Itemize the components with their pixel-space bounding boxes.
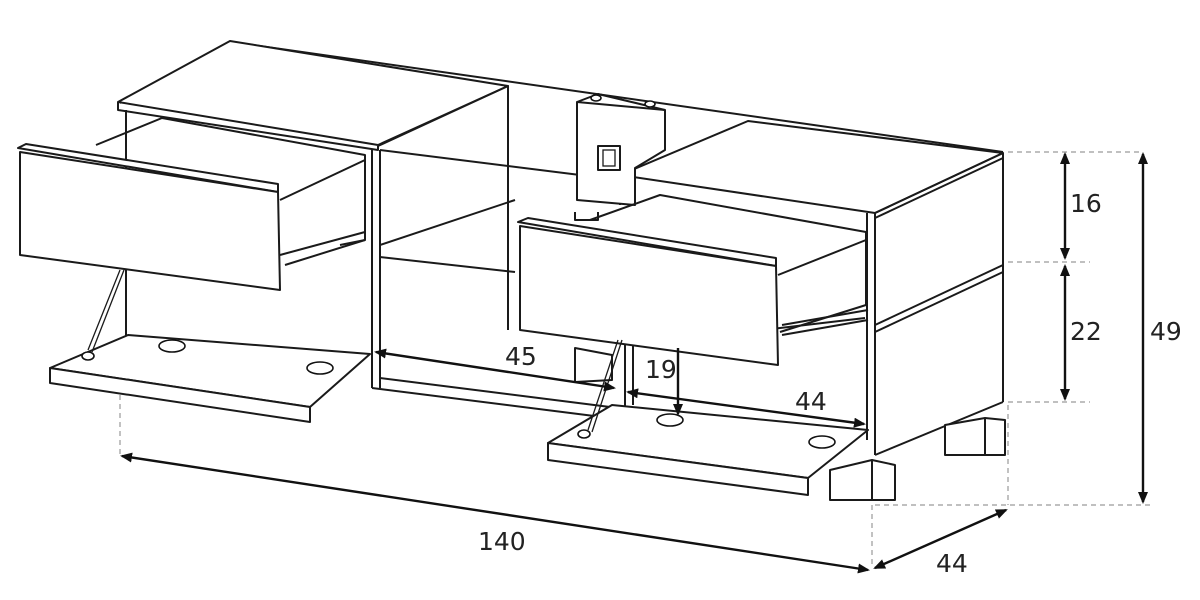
depth-label: 44: [936, 549, 968, 578]
dimension-arrows: [120, 152, 1148, 574]
height-label: 49: [1150, 317, 1182, 346]
drawer-depth-label: 44: [795, 387, 827, 416]
right-drawer: [517, 194, 867, 366]
flap-offset-label: 19: [645, 355, 677, 384]
depth-dimension-arrow: [873, 508, 1008, 570]
upper-height-label: 16: [1070, 189, 1102, 218]
dimension-labels: 140 44 49 16 22 45 44 19: [478, 189, 1182, 578]
drawer-depth-dimension-arrow: [626, 388, 866, 428]
lower-height-label: 22: [1070, 317, 1102, 346]
interior-width-label: 45: [505, 342, 537, 371]
left-flap: [49, 269, 371, 423]
extension-lines: [119, 151, 1150, 568]
width-dimension-arrow: [120, 452, 870, 574]
left-drawer: [17, 117, 366, 291]
interior-width-dimension-arrow: [374, 348, 616, 392]
width-label: 140: [478, 527, 526, 556]
